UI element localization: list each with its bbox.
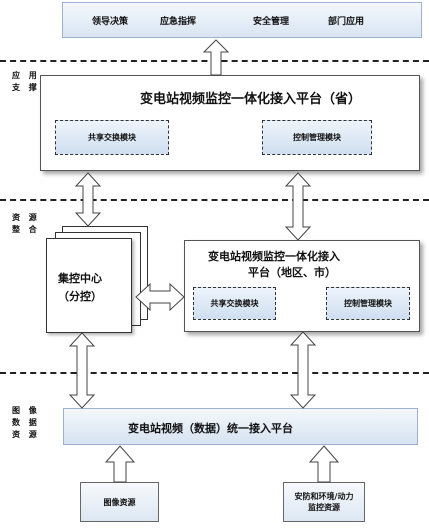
section-label-resource-integration: 资 源 整 合 [12, 213, 40, 234]
image-resource-label: 图像资源 [103, 497, 136, 507]
sharing-exchange-module: 共享交换模块 [55, 120, 169, 155]
unified-access-platform-box [63, 408, 418, 445]
security-resource-box: 安防和环境/动力 监控资源 [283, 482, 365, 522]
module-label: 控制管理模块 [344, 299, 392, 308]
regional-platform-title: 变电站视频监控一体化接入 [208, 250, 340, 263]
module-label: 共享交换模块 [88, 133, 136, 142]
app-item-safety: 安全管理 [253, 17, 290, 27]
provincial-platform-title: 变电站视频监控一体化接入平台（省） [140, 92, 362, 107]
app-item-emergency: 应急指挥 [160, 17, 197, 27]
module-label: 控制管理模块 [293, 133, 341, 142]
section-label-application-support: 应 用 支 撑 [12, 71, 40, 92]
central-control-subtitle: （分控） [58, 290, 102, 303]
module-label: 共享交换模块 [210, 299, 259, 308]
regional-platform-subtitle: 平台（地区、市） [248, 266, 336, 279]
regional-control-management-module: 控制管理模块 [326, 287, 410, 320]
security-resource-label: 安防和环境/动力 [294, 492, 354, 501]
security-resource-label-2: 监控资源 [308, 503, 340, 512]
app-item-department: 部门应用 [328, 17, 365, 27]
image-resource-box: 图像资源 [80, 482, 159, 522]
application-layer-box [62, 2, 422, 38]
separator-line [0, 199, 429, 201]
unified-access-platform-title: 变电站视频（数据）统一接入平台 [128, 422, 293, 435]
separator-line [0, 372, 429, 374]
central-control-title: 集控中心 [58, 272, 102, 285]
app-item-leadership: 领导决策 [92, 17, 129, 27]
central-control-card [46, 238, 132, 333]
regional-sharing-exchange-module: 共享交换模块 [193, 287, 276, 320]
control-management-module: 控制管理模块 [262, 120, 372, 155]
section-label-image-data-resource: 图 像 数 据 资 源 [12, 406, 40, 439]
